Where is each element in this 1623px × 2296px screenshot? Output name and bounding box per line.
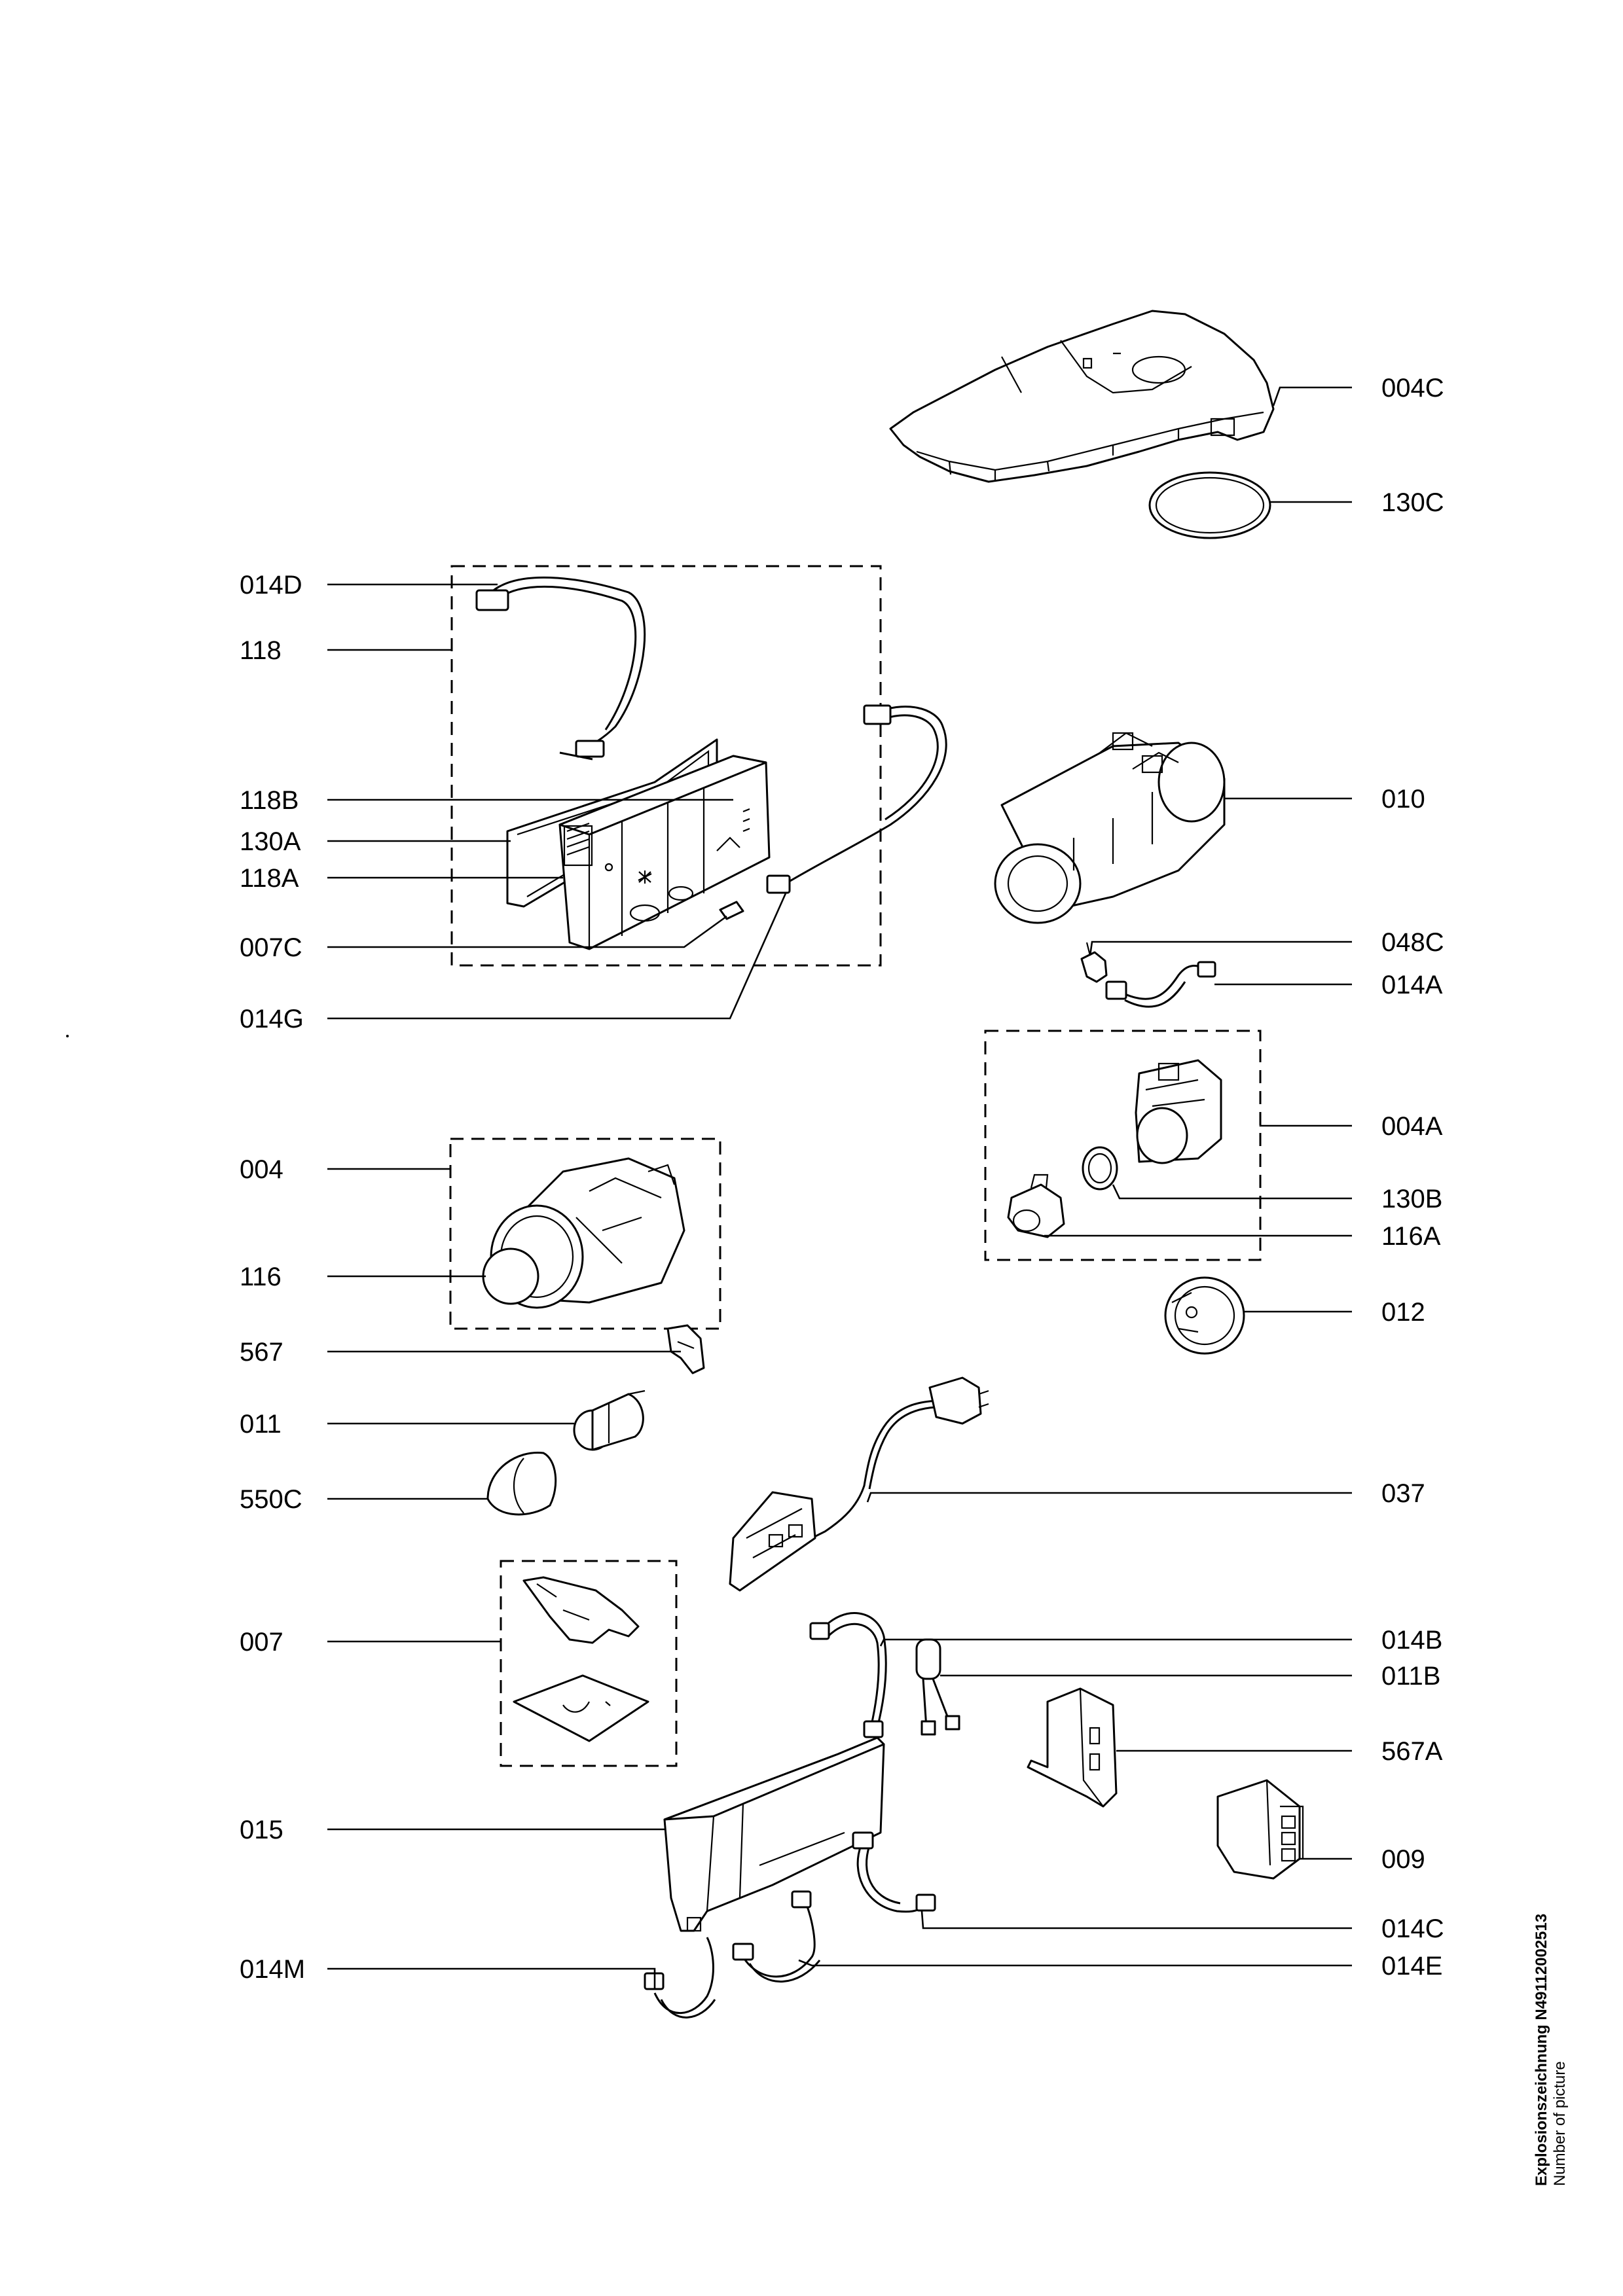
- callout-014g: 014G: [240, 1005, 304, 1033]
- callout-012: 012: [1381, 1298, 1425, 1327]
- part-550c-cap: [486, 1451, 557, 1516]
- callout-007c: 007C: [240, 933, 302, 962]
- part-004c-cover: [889, 310, 1275, 483]
- part-037-power-cable: [729, 1376, 989, 1592]
- callout-130b: 130B: [1381, 1185, 1442, 1213]
- callout-118b: 118B: [240, 786, 299, 815]
- speck: [66, 1035, 69, 1037]
- part-048c-thermostat: [1080, 942, 1108, 983]
- part-014c-wire-harness: [852, 1831, 936, 1913]
- callout-116: 116: [240, 1263, 282, 1291]
- callout-130c: 130C: [1381, 488, 1444, 517]
- callout-014e: 014E: [1381, 1952, 1442, 1981]
- group-box-007: [500, 1560, 678, 1767]
- part-014d-wire-harness: [475, 576, 646, 761]
- callout-011: 011: [240, 1410, 282, 1439]
- part-567-clip: [666, 1324, 705, 1374]
- part-011-component: [573, 1390, 646, 1451]
- callout-004c: 004C: [1381, 374, 1444, 403]
- callout-004a: 004A: [1381, 1112, 1443, 1141]
- callout-118: 118: [240, 636, 282, 665]
- part-130c-seal-ring: [1148, 471, 1271, 539]
- part-118-detergent-dispenser: [558, 755, 771, 950]
- part-015-control-box: [663, 1736, 885, 1932]
- part-116a-impeller: [1007, 1174, 1065, 1238]
- callout-567a: 567A: [1381, 1737, 1443, 1766]
- part-130b-seal-ring: [1082, 1146, 1118, 1191]
- callout-118a: 118A: [240, 864, 299, 893]
- callout-037: 037: [1381, 1479, 1425, 1508]
- callout-014a: 014A: [1381, 971, 1443, 999]
- callout-004: 004: [240, 1155, 283, 1184]
- part-012-pressure-switch: [1164, 1276, 1245, 1355]
- group-box-004: [449, 1138, 721, 1330]
- callout-labels: 004C 130C 014D 118 118B 130A 118A 007C 0…: [240, 374, 1444, 1984]
- callout-014m: 014M: [240, 1955, 305, 1984]
- callout-015: 015: [240, 1816, 283, 1844]
- part-007-door-switch: [513, 1576, 649, 1742]
- callout-014b: 014B: [1381, 1626, 1442, 1655]
- callout-009: 009: [1381, 1845, 1425, 1874]
- part-014a-wire-harness: [1105, 961, 1216, 1008]
- part-007c-connector: [719, 901, 744, 920]
- callout-567: 567: [240, 1338, 283, 1367]
- part-011b-capacitor: [915, 1638, 960, 1736]
- callout-014d: 014D: [240, 571, 302, 600]
- drawing-number-caption: Number of picture: [1551, 2061, 1569, 2186]
- side-caption: Explosionszeichnung N49112002513 Number …: [1533, 1914, 1569, 2186]
- callout-007: 007: [240, 1628, 283, 1657]
- part-567a-bracket: [1027, 1687, 1118, 1808]
- callout-014c: 014C: [1381, 1914, 1444, 1943]
- group-box-004a: [984, 1030, 1262, 1261]
- drawing-number: Explosionszeichnung N49112002513: [1533, 1914, 1550, 2186]
- callout-130a: 130A: [240, 827, 301, 856]
- leader-lines: [327, 386, 1352, 1990]
- callout-116a: 116A: [1381, 1222, 1441, 1251]
- part-014e-wire-harness: [732, 1890, 821, 1983]
- callout-550c: 550C: [240, 1485, 302, 1514]
- callout-010: 010: [1381, 785, 1425, 814]
- part-004-circulation-pump: [482, 1157, 685, 1309]
- part-009-component: [1216, 1779, 1304, 1880]
- group-box-118: [450, 565, 882, 967]
- part-014b-wire-harness: [809, 1612, 887, 1738]
- callout-048c: 048C: [1381, 928, 1444, 957]
- callout-011b: 011B: [1381, 1662, 1440, 1691]
- part-014g-wire-harness: [766, 704, 947, 894]
- part-004a-drain-pump: [1135, 1059, 1222, 1164]
- part-010-heater: [994, 732, 1226, 924]
